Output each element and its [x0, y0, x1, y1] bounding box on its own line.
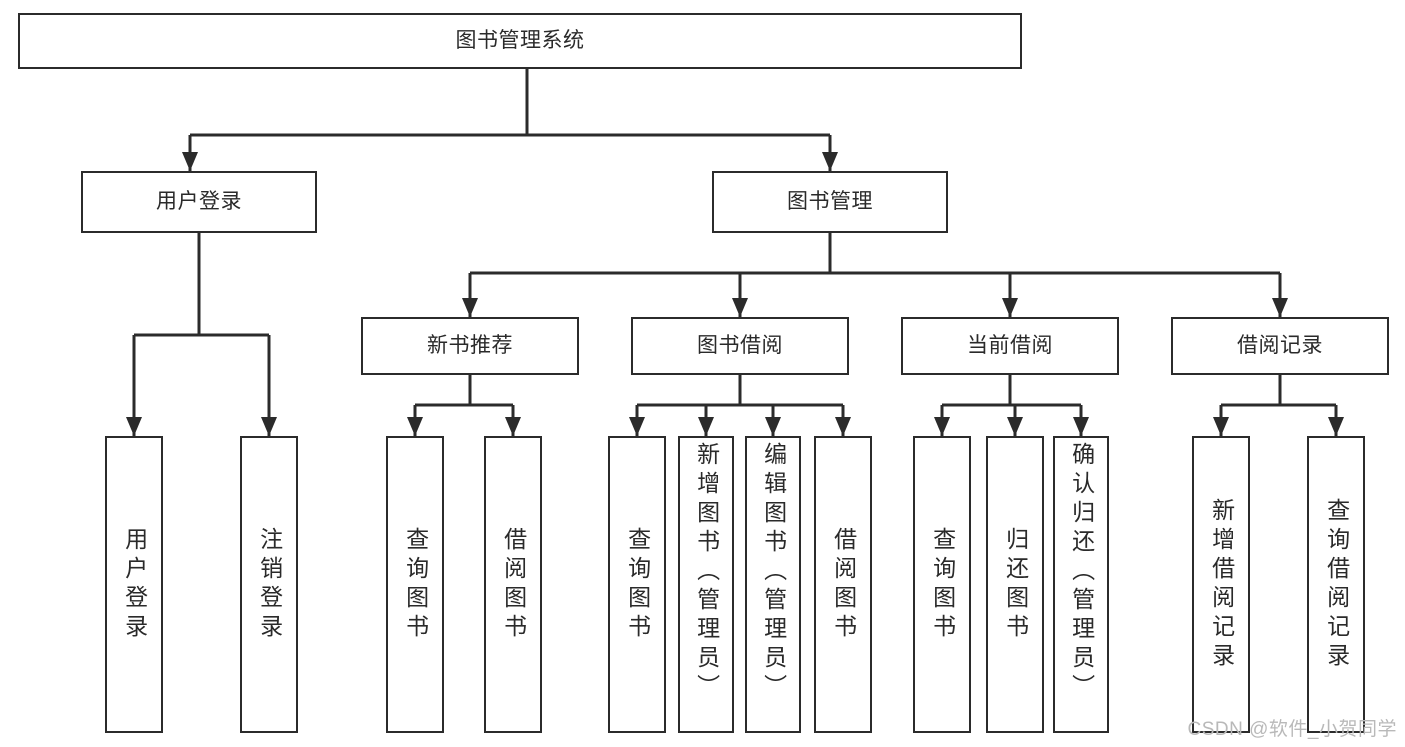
arrow-head-leaf-add-book — [698, 417, 714, 436]
node-label-leaf-query-book-2: 查询图书 — [624, 526, 651, 643]
node-label-borrow-record: 借阅记录 — [1237, 333, 1323, 357]
arrow-head-user-login — [182, 152, 198, 171]
node-leaf-borrow-book-1[interactable]: 借阅图书 — [484, 436, 542, 733]
node-label-user-login: 用户登录 — [156, 189, 242, 213]
node-root[interactable]: 图书管理系统 — [18, 13, 1022, 69]
watermark-text: CSDN @软件_小贺同学 — [1187, 719, 1397, 740]
arrow-head-leaf-query-record — [1328, 417, 1344, 436]
arrow-head-new-book-rec — [462, 298, 478, 317]
arrow-head-leaf-confirm-return — [1073, 417, 1089, 436]
node-label-book-borrow: 图书借阅 — [697, 333, 783, 357]
arrow-head-leaf-query-book-1 — [407, 417, 423, 436]
arrow-head-book-manage — [822, 152, 838, 171]
node-label-book-manage: 图书管理 — [787, 189, 873, 213]
node-label-leaf-logout: 注销登录 — [256, 526, 283, 643]
node-leaf-user-login[interactable]: 用户登录 — [105, 436, 163, 733]
node-leaf-edit-book[interactable]: 编辑图书（管理员） — [745, 436, 801, 733]
arrow-head-leaf-user-login — [126, 417, 142, 436]
node-leaf-add-record[interactable]: 新增借阅记录 — [1192, 436, 1250, 733]
arrow-head-leaf-logout — [261, 417, 277, 436]
arrow-head-leaf-borrow-book-2 — [835, 417, 851, 436]
arrow-head-leaf-edit-book — [765, 417, 781, 436]
node-leaf-return-book[interactable]: 归还图书 — [986, 436, 1044, 733]
node-label-leaf-user-login: 用户登录 — [121, 526, 148, 643]
node-leaf-query-book-1[interactable]: 查询图书 — [386, 436, 444, 733]
node-leaf-confirm-return[interactable]: 确认归还（管理员） — [1053, 436, 1109, 733]
node-label-leaf-query-book-3: 查询图书 — [929, 526, 956, 643]
node-leaf-query-book-2[interactable]: 查询图书 — [608, 436, 666, 733]
arrow-head-borrow-record — [1272, 298, 1288, 317]
arrow-head-leaf-borrow-book-1 — [505, 417, 521, 436]
node-leaf-query-book-3[interactable]: 查询图书 — [913, 436, 971, 733]
node-new-book-rec[interactable]: 新书推荐 — [361, 317, 579, 375]
node-label-leaf-borrow-book-2: 借阅图书 — [830, 526, 857, 643]
node-label-leaf-return-book: 归还图书 — [1002, 526, 1029, 643]
node-label-new-book-rec: 新书推荐 — [427, 333, 513, 357]
node-book-manage[interactable]: 图书管理 — [712, 171, 948, 233]
node-label-leaf-borrow-book-1: 借阅图书 — [500, 526, 527, 643]
arrow-head-book-borrow — [732, 298, 748, 317]
node-label-leaf-query-record: 查询借阅记录 — [1323, 497, 1350, 672]
node-label-leaf-add-book: 新增图书（管理员） — [693, 442, 720, 703]
node-label-leaf-add-record: 新增借阅记录 — [1208, 497, 1235, 672]
node-user-login[interactable]: 用户登录 — [81, 171, 317, 233]
arrow-head-leaf-query-book-3 — [934, 417, 950, 436]
node-borrow-record[interactable]: 借阅记录 — [1171, 317, 1389, 375]
arrow-head-leaf-add-record — [1213, 417, 1229, 436]
node-current-borrow[interactable]: 当前借阅 — [901, 317, 1119, 375]
arrow-head-current-borrow — [1002, 298, 1018, 317]
node-label-leaf-confirm-return: 确认归还（管理员） — [1068, 442, 1095, 703]
node-label-current-borrow: 当前借阅 — [967, 333, 1053, 357]
node-book-borrow[interactable]: 图书借阅 — [631, 317, 849, 375]
node-label-leaf-query-book-1: 查询图书 — [402, 526, 429, 643]
arrow-head-leaf-query-book-2 — [629, 417, 645, 436]
node-label-leaf-edit-book: 编辑图书（管理员） — [760, 442, 787, 703]
node-label-root: 图书管理系统 — [455, 28, 585, 52]
node-leaf-borrow-book-2[interactable]: 借阅图书 — [814, 436, 872, 733]
node-leaf-logout[interactable]: 注销登录 — [240, 436, 298, 733]
arrow-head-leaf-return-book — [1007, 417, 1023, 436]
node-leaf-add-book[interactable]: 新增图书（管理员） — [678, 436, 734, 733]
node-leaf-query-record[interactable]: 查询借阅记录 — [1307, 436, 1365, 733]
